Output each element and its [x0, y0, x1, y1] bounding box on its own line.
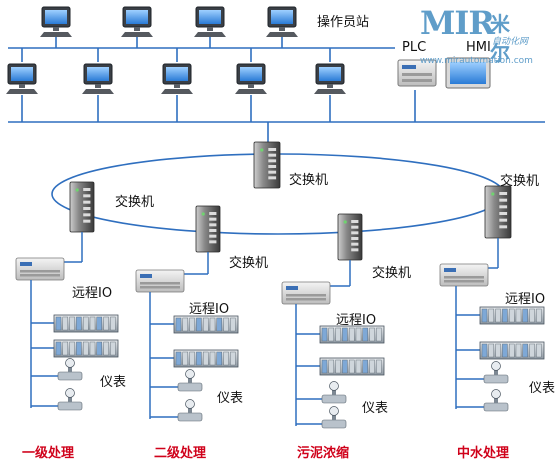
remote-io-label-3: 远程IO [336, 313, 377, 328]
switch-1 [69, 181, 95, 233]
switch-label-3: 交换机 [372, 266, 412, 281]
plc-unit [439, 263, 489, 287]
instrument-label-4: 仪表 [529, 381, 556, 396]
instrument-icon [177, 369, 203, 392]
switch-3 [337, 213, 363, 261]
section-caption-3: 污泥浓缩 [297, 446, 350, 461]
bus-lines [8, 37, 545, 142]
plc-unit [135, 269, 185, 293]
remote-io-rack [53, 339, 119, 358]
remote-io-label-2: 远程IO [189, 302, 230, 317]
brand-subtitle: 自动化网 [492, 37, 529, 47]
field-branches [15, 232, 545, 429]
brand-name: 米尔 [490, 12, 510, 65]
switch-2 [195, 205, 221, 253]
computer-icon [40, 6, 72, 37]
switches [69, 141, 512, 261]
remote-io-rack [173, 349, 239, 368]
computer-icon [82, 63, 114, 94]
remote-io-rack [319, 325, 385, 344]
section-caption-4: 中水处理 [457, 446, 510, 461]
computer-icon [235, 63, 267, 94]
operator-computers [6, 6, 346, 94]
switch-label-main: 交换机 [289, 173, 329, 188]
computer-icon [6, 63, 38, 94]
computer-icon [314, 63, 346, 94]
brand-logo: MIR [420, 4, 495, 42]
computer-icon [194, 6, 226, 37]
instrument-icon [321, 406, 347, 429]
brand-url: www.mirautomation.com [420, 56, 533, 66]
remote-io-rack [319, 357, 385, 376]
branch-3 [281, 260, 385, 429]
instrument-label-1: 仪表 [100, 375, 127, 390]
branch-2 [135, 252, 239, 422]
instrument-icon [321, 381, 347, 404]
switch-main [253, 141, 281, 189]
remote-io-label-4: 远程IO [505, 292, 546, 307]
instrument-icon [483, 361, 509, 384]
instrument-label-2: 仪表 [217, 391, 244, 406]
plc-hmi-unit [397, 57, 491, 89]
remote-io-rack [173, 315, 239, 334]
branch-4 [439, 238, 545, 412]
section-caption-1: 一级处理 [22, 446, 75, 461]
remote-io-rack [53, 314, 119, 333]
instrument-icon [57, 388, 83, 411]
plc-label: PLC [402, 40, 427, 55]
hmi-label: HMI [466, 40, 491, 55]
instrument-icon [57, 358, 83, 381]
switch-4 [484, 185, 512, 239]
remote-io-rack [479, 306, 545, 325]
section-caption-2: 二级处理 [154, 446, 207, 461]
instrument-label-3: 仪表 [362, 401, 389, 416]
remote-io-rack [479, 341, 545, 360]
switch-label-1: 交换机 [115, 195, 155, 210]
computer-icon [266, 6, 298, 37]
computer-icon [161, 63, 193, 94]
switch-label-4: 交换机 [500, 174, 540, 189]
plc-unit [281, 281, 331, 305]
switch-label-2: 交换机 [229, 256, 269, 271]
instrument-icon [177, 399, 203, 422]
operator-station-label: 操作员站 [317, 15, 370, 30]
instrument-icon [483, 389, 509, 412]
plc-unit [15, 257, 65, 281]
remote-io-label-1: 远程IO [72, 286, 113, 301]
branch-1 [15, 232, 119, 411]
computer-icon [121, 6, 153, 37]
